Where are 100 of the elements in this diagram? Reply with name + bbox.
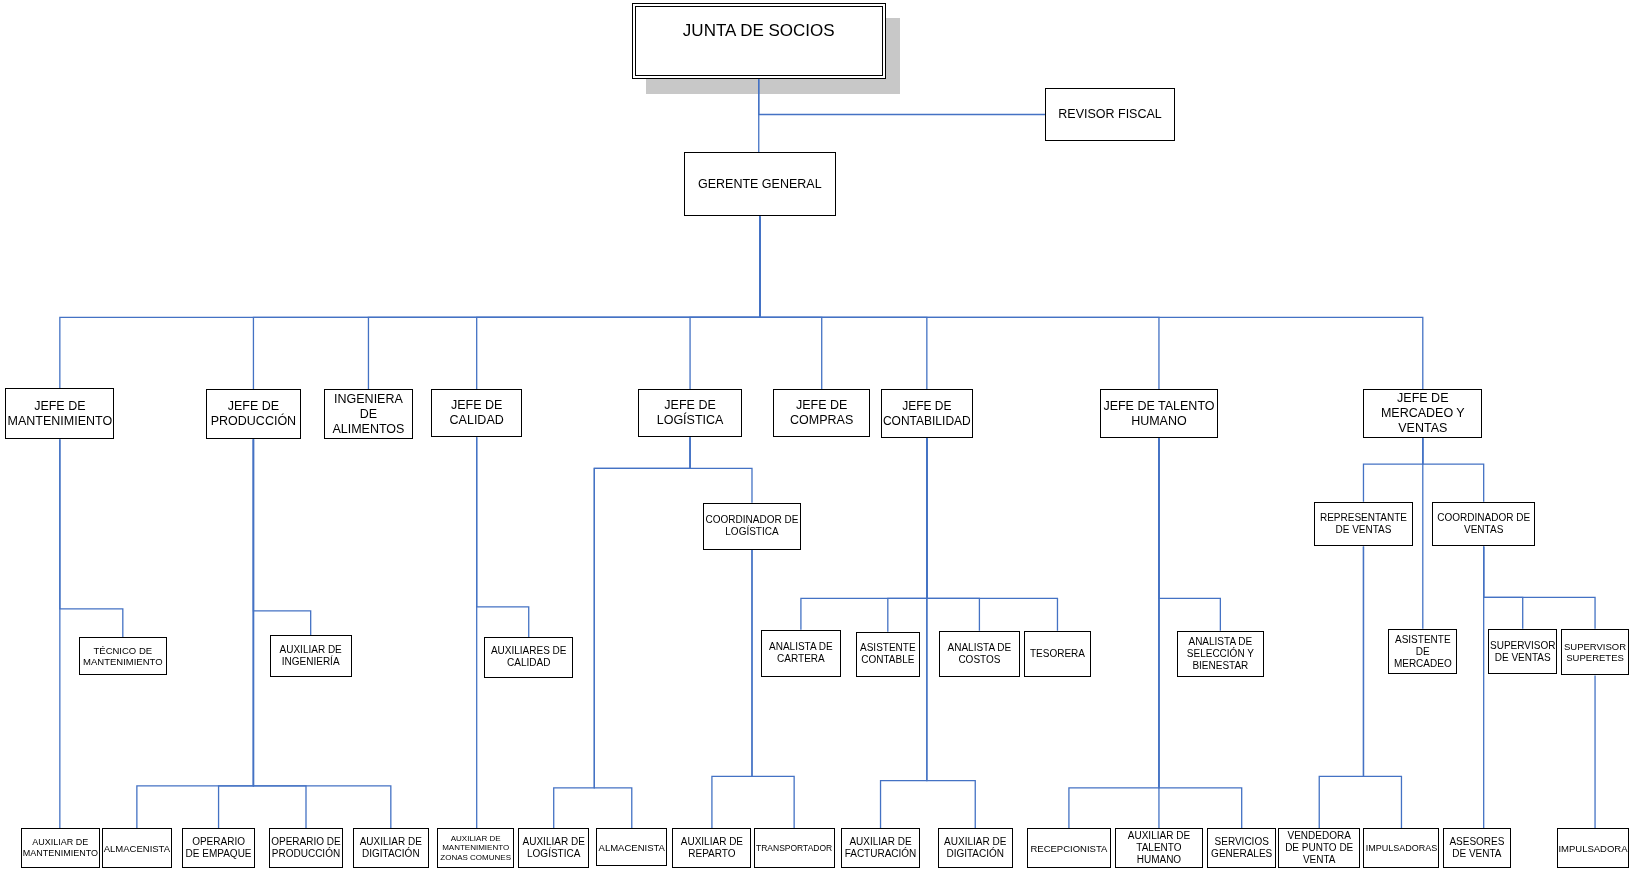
position-title: AUXILIAR DE FACTURACIÓN [843,836,918,861]
connector-line [593,436,691,830]
position-title: COORDINADOR DE LOGÍSTICA [704,514,800,539]
position-title: IMPULSADORAS [1365,842,1438,854]
org-box [20,828,100,869]
org-box [1363,389,1483,439]
position-title: IMPULSADORA [1558,842,1628,854]
org-box [855,631,921,677]
position-title: ALMACENISTA [598,841,665,853]
org-box [1442,828,1512,869]
position-title: JEFE DE COMPRAS [789,398,855,429]
org-box [1024,630,1091,677]
org-box [182,828,255,869]
org-box [1027,828,1111,869]
connector-line [476,436,478,830]
org-box [5,388,115,440]
position-title: JUNTA DE SOCIOS [682,21,835,42]
org-box [518,828,590,869]
position-title: ANALISTA DE CARTERA [768,641,834,666]
connector-line [751,548,795,830]
position-title: ASISTENTE CONTABLE [859,642,917,667]
connector-line [1362,545,1403,830]
position-title: ASESORES DE VENTA [1448,836,1506,861]
org-box [672,828,752,869]
position-title: AUXILIAR DE MANTENIMIENTO ZONAS COMUNES [439,833,512,863]
org-box [352,828,429,869]
position-title: COORDINADOR DE VENTAS [1436,512,1532,537]
connector-line [1158,437,1243,830]
org-box [631,3,886,80]
org-box [323,389,414,440]
org-box [880,389,974,439]
org-box [206,389,301,440]
org-box [1114,828,1204,869]
org-box [1207,828,1277,869]
org-box [1432,501,1536,547]
position-title: JEFE DE PRODUCCIÓN [209,399,298,430]
position-title: ASISTENTE DE MERCADEO [1392,633,1453,670]
org-box [753,828,835,869]
org-box [1561,628,1629,676]
org-box [1313,501,1414,547]
position-title: OPERARIO DE PRODUCCIÓN [270,836,342,861]
org-box [1044,88,1176,141]
position-title: JEFE DE TALENTO HUMANO [1102,398,1216,429]
position-title: REVISOR FISCAL [1058,107,1162,122]
org-box [430,389,523,438]
position-title: ANALISTA DE SELECCIÓN Y BIENESTAR [1185,635,1255,672]
position-title: AUXILIAR DE DIGITACIÓN [358,836,423,861]
org-box [638,389,743,438]
org-box [1557,828,1629,869]
position-title: TESORERA [1029,647,1085,660]
org-box [840,828,921,869]
position-title: SUPERVISOR SUPERETES [1563,640,1627,664]
position-title: ANALISTA DE COSTOS [946,641,1013,666]
org-box [1488,628,1558,675]
org-box [437,828,515,869]
org-box [1100,389,1218,439]
position-title: AUXILIAR DE MANTENIMIENTO [22,837,99,860]
position-title: AUXILIAR DE INGENIERÍA [278,643,343,668]
position-title: SUPERVISOR DE VENTAS [1490,639,1556,664]
org-box [1278,828,1361,869]
position-title: VENDEDORA DE PUNTO DE VENTA [1284,830,1355,867]
org-box [938,630,1020,677]
position-title: SERVICIOS GENERALES [1210,836,1274,861]
connector-line [252,438,392,830]
position-title: GERENTE GENERAL [697,176,822,192]
org-box [760,629,841,677]
org-box [596,828,668,866]
position-title: ALMACENISTA [103,842,171,854]
position-title: AUXILIAR DE LOGÍSTICA [521,836,586,861]
org-box [683,151,836,217]
position-title: RECEPCIONISTA [1030,842,1108,854]
position-title: TÉCNICO DE MANTENIMIENTO [82,644,164,668]
position-title: JEFE DE MERCADEO Y VENTAS [1379,391,1466,437]
org-box [1177,630,1264,677]
position-title: REPRESENTANTE DE VENTAS [1318,512,1408,537]
org-box [483,636,574,678]
org-box [773,389,871,438]
org-box [702,502,802,550]
connector-line [1594,674,1596,830]
position-title: JEFE DE LOGÍSTICA [655,398,725,429]
connector-line [1422,437,1424,630]
org-box [269,634,352,677]
connector-line [59,438,61,830]
position-title: OPERARIO DE EMPAQUE [184,836,253,861]
position-title: TRANSPORTADOR [756,843,833,854]
position-title: AUXILIARES DE CALIDAD [489,645,568,670]
org-box [79,636,167,676]
position-title: AUXILIAR DE TALENTO HUMANO [1126,830,1192,867]
org-box [102,828,172,869]
org-box [268,828,344,869]
position-title: AUXILIAR DE DIGITACIÓN [943,836,1008,861]
org-box [1363,828,1440,869]
org-box [937,828,1013,869]
position-title: JEFE DE CONTABILIDAD [882,399,972,429]
connector-line [1483,545,1485,830]
position-title: JEFE DE CALIDAD [448,398,505,429]
connector-line [758,78,760,153]
position-title: AUXILIAR DE REPARTO [679,836,745,861]
position-title: JEFE DE MANTENIMIENTO [7,398,113,429]
position-title: INGENIERA DE ALIMENTOS [331,391,406,437]
